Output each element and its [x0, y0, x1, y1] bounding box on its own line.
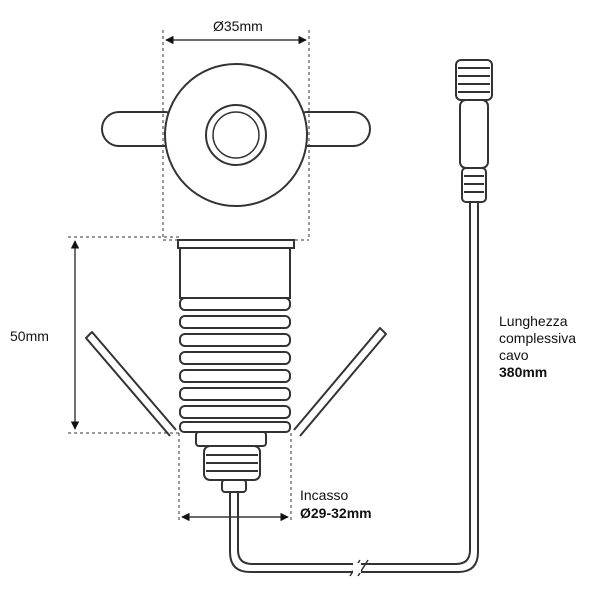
height-label: 50mm — [10, 328, 49, 344]
mounting-wings — [101, 111, 371, 147]
body-upper — [179, 247, 291, 299]
cable-length-line2: complessiva — [499, 330, 577, 346]
cable-length-line1: Lunghezza — [499, 313, 568, 329]
top-diameter-label: Ø35mm — [213, 18, 263, 34]
spring-clips — [85, 327, 387, 437]
lamp-head — [164, 63, 308, 207]
cable-length-line3: cavo — [499, 347, 529, 363]
ribbed-body — [179, 297, 291, 433]
height-dimension-lines — [68, 236, 180, 434]
recess-label: Incasso — [300, 487, 349, 503]
flange — [177, 239, 295, 249]
base-connector — [195, 431, 267, 493]
cable-connector — [455, 59, 493, 203]
recess-dimension-lines — [178, 433, 292, 522]
recess-diameter-label: Ø29-32mm — [300, 505, 372, 521]
cable-length-value: 380mm — [499, 364, 548, 380]
